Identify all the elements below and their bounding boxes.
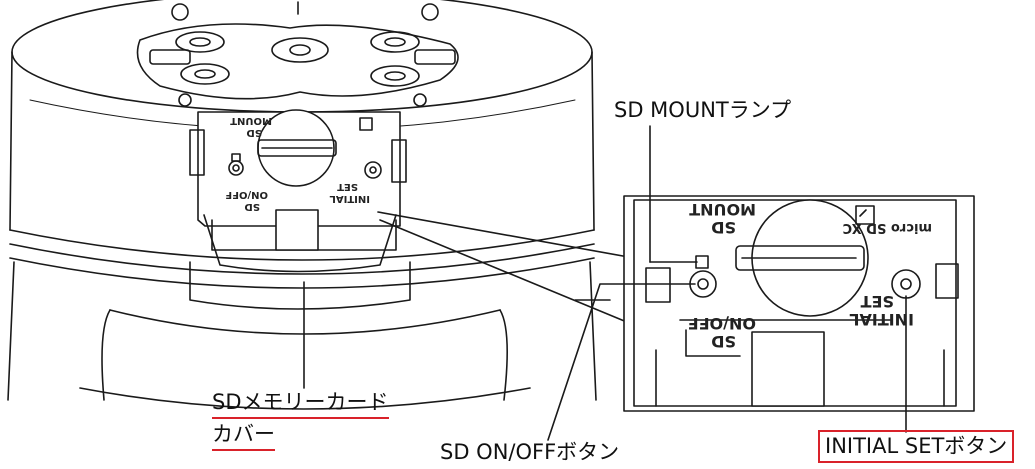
inset-sd-onoff-text-2: ON/OFF	[688, 314, 756, 333]
initial-set-text-2: SET	[337, 181, 358, 192]
sd-onoff-text-1: SD	[244, 201, 260, 212]
sd-card-cover-text-2: カバー	[212, 422, 275, 451]
inset-initial-set-text-2: SET	[861, 292, 894, 311]
inset-initial-set-text-1: INITIAL	[849, 310, 914, 329]
inset-sd-onoff-text-1: SD	[711, 332, 736, 351]
inset-sd-mount-text-2: MOUNT	[689, 200, 756, 219]
inset-sd-mount-text-1: SD	[711, 218, 736, 237]
top-mount-holes	[136, 1, 459, 107]
zoom-line-upper	[377, 211, 635, 259]
sd-card-cover-label-line1: SDメモリーカード	[212, 390, 389, 419]
sd-mount-lamp-label: SD MOUNTランプ	[614, 98, 792, 122]
sd-mount-text-2: MOUNT	[230, 115, 272, 126]
leader-sd-onoff	[547, 283, 696, 441]
inset-panel	[623, 195, 975, 412]
sd-card-cover-text-1: SDメモリーカード	[212, 390, 389, 419]
initial-set-text-box: INITIAL SETボタン	[818, 430, 1015, 463]
panel-mirrored-labels: SD MOUNT SD ON/OFF INITIAL SET SD MOUNT …	[225, 115, 932, 351]
sd-onoff-text-2: ON/OFF	[225, 189, 268, 200]
sd-mount-text-1: SD	[246, 127, 262, 138]
sd-onoff-button-label: SD ON/OFFボタン	[440, 440, 620, 464]
camera-sd-panel	[189, 109, 407, 273]
sd-card-cover-label-line2: カバー	[212, 422, 275, 451]
initial-set-button-label: INITIAL SETボタン	[818, 430, 1015, 463]
initial-set-text-1: INITIAL	[329, 193, 370, 204]
micro-sd-logo: micro SD XC	[843, 220, 932, 235]
camera-body	[7, 261, 611, 410]
